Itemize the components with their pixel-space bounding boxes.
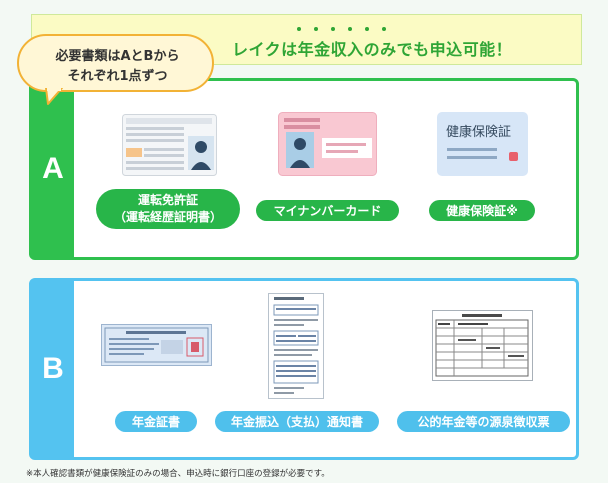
- card-line: [447, 148, 497, 151]
- banner-text: レイクは年金収入のみでも申込可能！: [232, 40, 513, 59]
- card-stamp: [509, 152, 518, 161]
- drivers-license-label-line2: （運転経歴証明書）: [113, 210, 222, 224]
- emphasis-dot: [348, 27, 352, 31]
- bubble-line-1: 必要書類はAとBから: [55, 49, 180, 64]
- pension-certificate-label: 年金証書: [115, 411, 197, 432]
- health-insurance-card-title: 健康保険証: [446, 125, 512, 140]
- bubble-tail-icon: [45, 88, 63, 105]
- health-insurance-card-label: 健康保険証※: [429, 200, 535, 221]
- bubble-line-2: それぞれ1点ずつ: [67, 69, 168, 84]
- section-a-label: A: [32, 81, 74, 257]
- drivers-license-label-line1: 運転免許証: [137, 193, 198, 207]
- speech-bubble: 必要書類はAとBから それぞれ1点ずつ: [17, 34, 214, 92]
- card-line: [447, 156, 497, 159]
- drivers-license-icon: [122, 114, 217, 176]
- emphasis-dot: [314, 27, 318, 31]
- pension-certificate-icon: [101, 324, 212, 366]
- emphasis-dot: [331, 27, 335, 31]
- my-number-card-icon: [278, 112, 377, 176]
- my-number-card-label: マイナンバーカード: [256, 200, 399, 221]
- emphasis-dot: [297, 27, 301, 31]
- pension-notice-label: 年金振込（支払）通知書: [215, 411, 379, 432]
- section-b-label: B: [32, 281, 74, 457]
- withholding-slip-icon: [432, 310, 533, 381]
- health-insurance-card-icon: 健康保険証: [437, 112, 528, 176]
- footnote: ※本人確認書類が健康保険証のみの場合、申込時に銀行口座の登録が必要です。: [26, 469, 330, 479]
- emphasis-dot: [382, 27, 386, 31]
- pension-notice-icon: [268, 293, 324, 399]
- drivers-license-label: 運転免許証 （運転経歴証明書）: [96, 189, 240, 229]
- withholding-slip-label: 公的年金等の源泉徴収票: [397, 411, 570, 432]
- emphasis-dot: [365, 27, 369, 31]
